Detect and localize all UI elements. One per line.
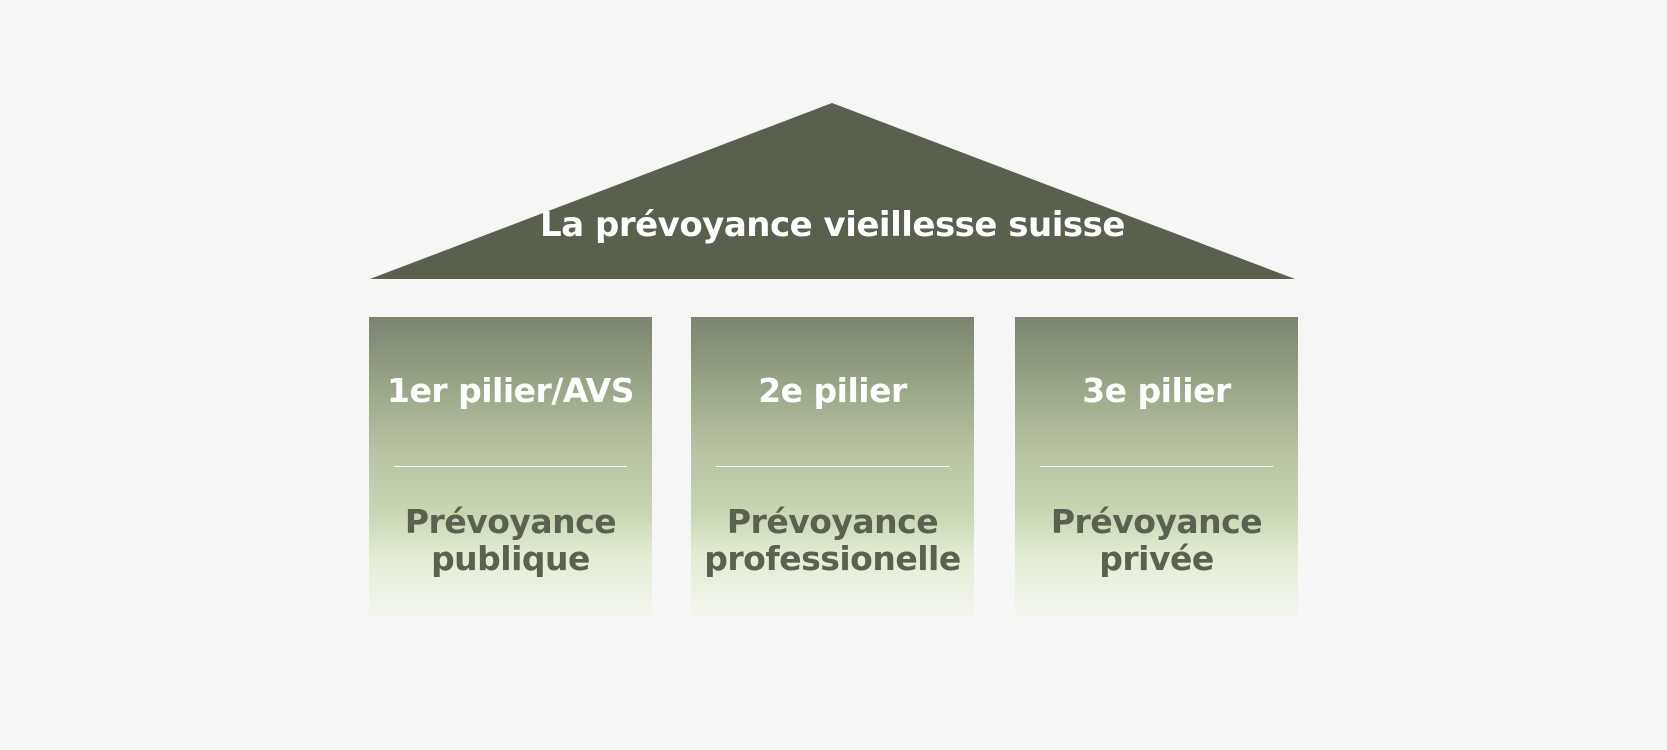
pillar-2: 2e pilier Prévoyance professionelle (691, 317, 974, 617)
diagram-title: La prévoyance vieillesse suisse (540, 205, 1125, 245)
pillar-3-divider (1040, 466, 1273, 467)
pillar-2-divider (716, 466, 949, 467)
pillar-3-subtitle: Prévoyance privée (1015, 503, 1298, 577)
pillar-3-subtitle-line1: Prévoyance (1050, 502, 1263, 541)
pillar-2-subtitle-line2: professionelle (704, 539, 961, 578)
pillar-1-title: 1er pilier/AVS (387, 371, 634, 410)
pillar-3-subtitle-line2: privée (1099, 539, 1214, 578)
pillar-2-subtitle-line1: Prévoyance (726, 502, 939, 541)
pillar-1: 1er pilier/AVS Prévoyance publique (369, 317, 652, 617)
roof-shape (370, 103, 1295, 279)
pillar-1-subtitle: Prévoyance publique (369, 503, 652, 577)
pillar-1-subtitle-line1: Prévoyance (404, 502, 617, 541)
pillar-1-divider (394, 466, 627, 467)
pillar-3: 3e pilier Prévoyance privée (1015, 317, 1298, 617)
pillar-2-title: 2e pilier (758, 371, 907, 410)
pillar-2-subtitle: Prévoyance professionelle (691, 503, 974, 577)
pillar-1-subtitle-line2: publique (431, 539, 590, 578)
pillar-3-title: 3e pilier (1082, 371, 1231, 410)
